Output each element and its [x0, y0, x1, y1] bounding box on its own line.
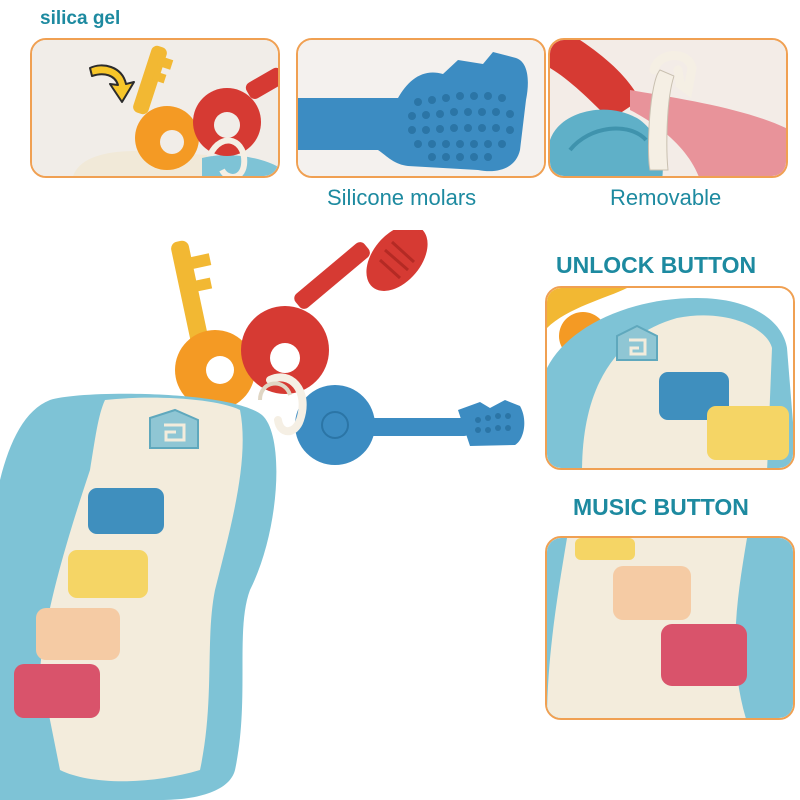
caption-unlock-button: UNLOCK BUTTON [556, 252, 757, 278]
unlock-button-photo [547, 288, 793, 468]
shield-logo-icon [149, 408, 199, 449]
red-key [241, 230, 428, 394]
blue-key [295, 385, 525, 465]
peach-button [36, 608, 120, 660]
shield-logo-icon [616, 324, 658, 361]
yellow-button [68, 550, 148, 598]
red-button [14, 664, 100, 718]
peach-music-button [613, 566, 691, 620]
car-key-fob-toy [0, 230, 525, 800]
caption-silicone-molars: Silicone molars [327, 185, 477, 210]
red-music-button [661, 624, 747, 686]
panel-music-button [545, 536, 795, 720]
yellow-button [575, 538, 635, 560]
music-button-photo [547, 538, 793, 718]
silicone-molars-photo [298, 40, 544, 176]
orange-key [175, 330, 255, 410]
panel-silica-gel [30, 38, 280, 178]
curved-arrow-icon [89, 64, 135, 103]
yellow-key [171, 240, 213, 350]
blue-lock-button [88, 488, 164, 534]
molar-bumps [408, 92, 514, 161]
panel-unlock-button [545, 286, 795, 470]
panel-removable [548, 38, 788, 178]
silica-gel-photo [32, 40, 278, 176]
caption-music-button: MUSIC BUTTON [573, 494, 749, 520]
removable-photo [550, 40, 786, 176]
yellow-button [707, 406, 789, 460]
panel-silicone-molars [296, 38, 546, 178]
caption-removable: Removable [610, 185, 722, 210]
caption-silica-gel: silica gel [40, 8, 121, 29]
